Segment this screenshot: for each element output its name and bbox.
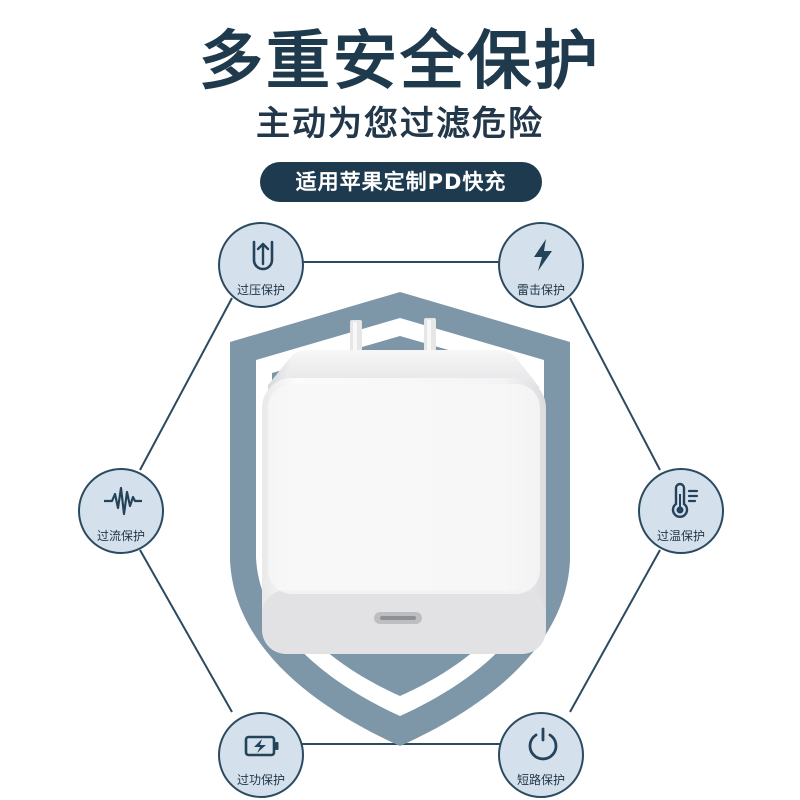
feature-label: 雷击保护: [516, 283, 565, 297]
overvoltage-icon: [252, 240, 274, 271]
feature-lightning: 雷击保护: [498, 222, 584, 308]
battery-icon: [244, 735, 279, 757]
compatibility-badge: 适用苹果定制PD快充: [260, 162, 542, 202]
power-icon: [528, 727, 558, 761]
feature-overtemperature: 过温保护: [638, 468, 724, 554]
lightning-icon: [534, 239, 552, 271]
feature-label: 过温保护: [656, 529, 705, 543]
feature-overcurrent: 过流保护: [78, 468, 164, 554]
usb-c-charger-image: [262, 318, 546, 654]
feature-label: 过功保护: [236, 773, 285, 787]
feature-overpower: 过功保护: [218, 712, 304, 798]
feature-label: 过流保护: [96, 529, 145, 543]
page-title: 多重安全保护: [199, 25, 601, 99]
hexagon-lines: [139, 261, 661, 745]
thermometer-icon: [671, 482, 699, 518]
page-subtitle: 主动为您过滤危险: [256, 104, 544, 144]
current-wave-icon: [104, 486, 142, 516]
feature-short-circuit: 短路保护: [498, 712, 584, 798]
feature-overvoltage: 过压保护: [218, 222, 304, 308]
feature-label: 短路保护: [516, 773, 565, 787]
feature-label: 过压保护: [236, 283, 285, 297]
